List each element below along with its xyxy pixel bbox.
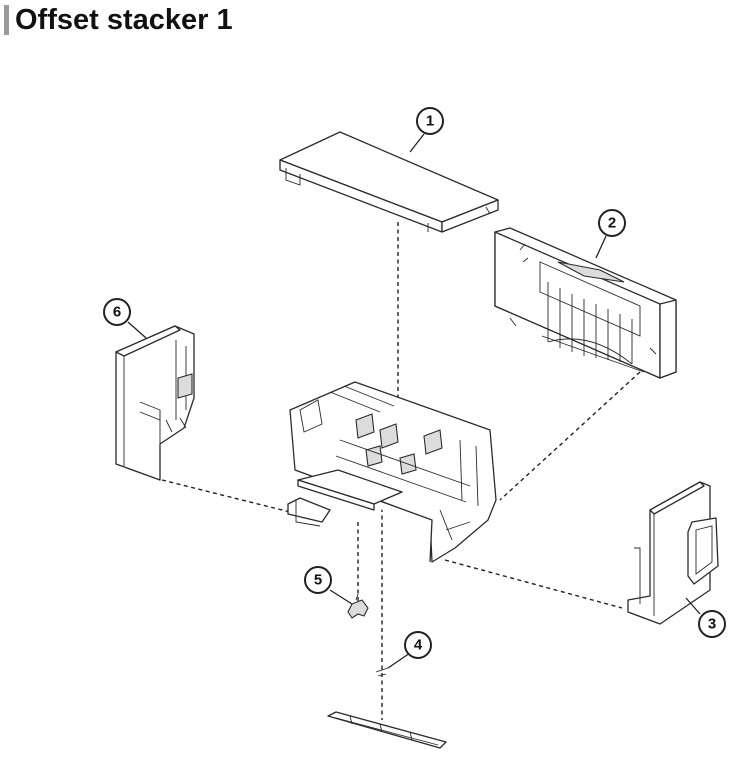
leader-left-cover — [161, 479, 291, 513]
callout-lines — [127, 133, 701, 669]
part-bottom-rail — [327, 711, 447, 749]
part-spring — [375, 667, 389, 677]
leader-rear-door — [499, 371, 641, 501]
callout-line-2 — [595, 235, 607, 259]
callout-line-4 — [387, 652, 411, 669]
part-left-side-cover — [115, 325, 195, 481]
leader-right-cover — [444, 559, 623, 609]
part-right-side-cover — [627, 481, 719, 625]
callout-line-1 — [409, 133, 425, 153]
part-stacker-frame — [287, 381, 497, 563]
part-top-cover — [279, 131, 499, 233]
callout-5-label: 5 — [314, 572, 322, 589]
callout-line-6 — [127, 321, 147, 339]
callout-1-label: 1 — [426, 113, 434, 130]
page-title: Offset stacker 1 — [15, 3, 233, 36]
part-rear-door-assembly — [494, 227, 677, 379]
callout-4: 4 — [404, 631, 432, 659]
callout-2: 2 — [598, 209, 626, 237]
callout-4-label: 4 — [414, 637, 423, 654]
callout-1: 1 — [416, 107, 444, 135]
callout-6: 6 — [103, 298, 131, 326]
callout-6-label: 6 — [113, 304, 121, 321]
callout-3-label: 3 — [708, 616, 716, 633]
part-sensor — [347, 593, 369, 619]
assembly-leader-lines — [161, 222, 641, 720]
callout-2-label: 2 — [608, 215, 616, 232]
callout-3: 3 — [698, 610, 726, 638]
callout-5: 5 — [304, 566, 332, 594]
callout-line-5 — [329, 589, 353, 605]
page-header: Offset stacker 1 — [4, 2, 233, 38]
callout-line-3 — [685, 597, 701, 615]
title-accent-bar — [4, 5, 9, 35]
